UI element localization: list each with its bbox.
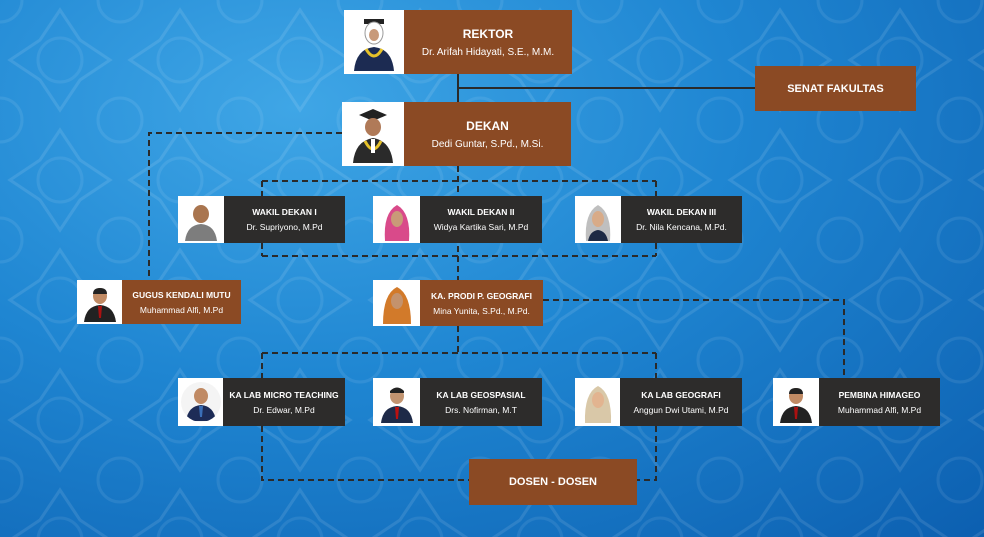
lab1-photo — [178, 378, 223, 426]
kaprodi-title: KA. PRODI P. GEOGRAFI — [431, 290, 532, 301]
wakil-dekan-3-photo — [575, 196, 621, 243]
wakil-dekan-1-title: WAKIL DEKAN I — [252, 207, 317, 217]
senat-card: SENAT FAKULTAS — [755, 66, 916, 111]
wakil-dekan-1-card: WAKIL DEKAN I Dr. Supriyono, M.Pd — [178, 196, 345, 243]
rektor-name: Dr. Arifah Hidayati, S.E., M.M. — [421, 46, 555, 58]
lab3-title: KA LAB GEOGRAFI — [641, 389, 721, 400]
dosen-title: DOSEN - DOSEN — [508, 476, 597, 488]
dekan-name: Dedi Guntar, S.Pd., M.Si. — [431, 138, 544, 150]
person-icon — [83, 288, 116, 322]
rektor-title: REKTOR — [462, 26, 514, 41]
wakil-dekan-3-card: WAKIL DEKAN III Dr. Nila Kencana, M.Pd. — [575, 196, 742, 243]
dekan-title: DEKAN — [466, 118, 509, 133]
wakil-dekan-1-name: Dr. Supriyono, M.Pd — [246, 222, 323, 232]
ka-lab-micro-teaching-card: KA LAB MICRO TEACHING Dr. Edwar, M.Pd — [178, 378, 345, 426]
wakil-dekan-2-photo — [373, 196, 420, 243]
person-hijab-icon — [384, 204, 409, 241]
ka-lab-geospasial-card: KA LAB GEOSPASIAL Drs. Nofirman, M.T — [373, 378, 542, 426]
person-graduate-icon — [354, 19, 394, 71]
lab3-photo — [575, 378, 620, 426]
pembina-title: PEMBINA HIMAGEO — [838, 389, 921, 400]
person-icon — [185, 204, 217, 241]
kaprodi-photo — [373, 280, 420, 326]
gugus-title: GUGUS KENDALI MUTU — [132, 289, 231, 300]
kaprodi-name: Mina Yunita, S.Pd., M.Pd. — [433, 305, 530, 316]
pembina-name: Muhammad Alfi, M.Pd — [837, 404, 922, 415]
lab2-name: Drs. Nofirman, M.T — [445, 404, 517, 415]
lab1-title: KA LAB MICRO TEACHING — [229, 389, 339, 400]
lab2-title: KA LAB GEOSPASIAL — [436, 389, 526, 400]
wakil-dekan-3-title: WAKIL DEKAN III — [646, 207, 717, 217]
kaprodi-card: KA. PRODI P. GEOGRAFI Mina Yunita, S.Pd.… — [373, 280, 543, 326]
rektor-photo — [344, 10, 404, 74]
person-hijab-icon — [382, 287, 411, 324]
dosen-card: DOSEN - DOSEN — [469, 459, 637, 505]
wakil-dekan-1-photo — [178, 196, 224, 243]
wakil-dekan-2-card: WAKIL DEKAN II Widya Kartika Sari, M.Pd — [373, 196, 542, 243]
pembina-himageo-card: PEMBINA HIMAGEO Muhammad Alfi, M.Pd — [773, 378, 940, 426]
senat-title: SENAT FAKULTAS — [787, 82, 884, 95]
lab1-name: Dr. Edwar, M.Pd — [253, 404, 315, 415]
gugus-photo — [77, 280, 122, 324]
pembina-photo — [773, 378, 819, 426]
person-icon — [780, 388, 812, 423]
lab3-name: Anggun Dwi Utami, M.Pd — [633, 404, 729, 415]
person-graduate-icon — [353, 109, 393, 163]
wakil-dekan-2-name: Widya Kartika Sari, M.Pd — [433, 222, 529, 232]
dekan-card: DEKAN Dedi Guntar, S.Pd., M.Si. — [342, 102, 571, 166]
person-icon — [185, 388, 216, 421]
person-icon — [380, 387, 413, 423]
person-hijab-icon — [585, 204, 611, 241]
person-hijab-icon — [584, 386, 611, 423]
gugus-kendali-mutu-card: GUGUS KENDALI MUTU Muhammad Alfi, M.Pd — [77, 280, 241, 324]
lab2-photo — [373, 378, 420, 426]
gugus-name: Muhammad Alfi, M.Pd — [139, 304, 224, 315]
ka-lab-geografi-card: KA LAB GEOGRAFI Anggun Dwi Utami, M.Pd — [575, 378, 742, 426]
wakil-dekan-3-name: Dr. Nila Kencana, M.Pd. — [636, 222, 727, 232]
rektor-card: REKTOR Dr. Arifah Hidayati, S.E., M.M. — [344, 10, 572, 74]
dekan-photo — [342, 102, 404, 166]
wakil-dekan-2-title: WAKIL DEKAN II — [447, 207, 515, 217]
